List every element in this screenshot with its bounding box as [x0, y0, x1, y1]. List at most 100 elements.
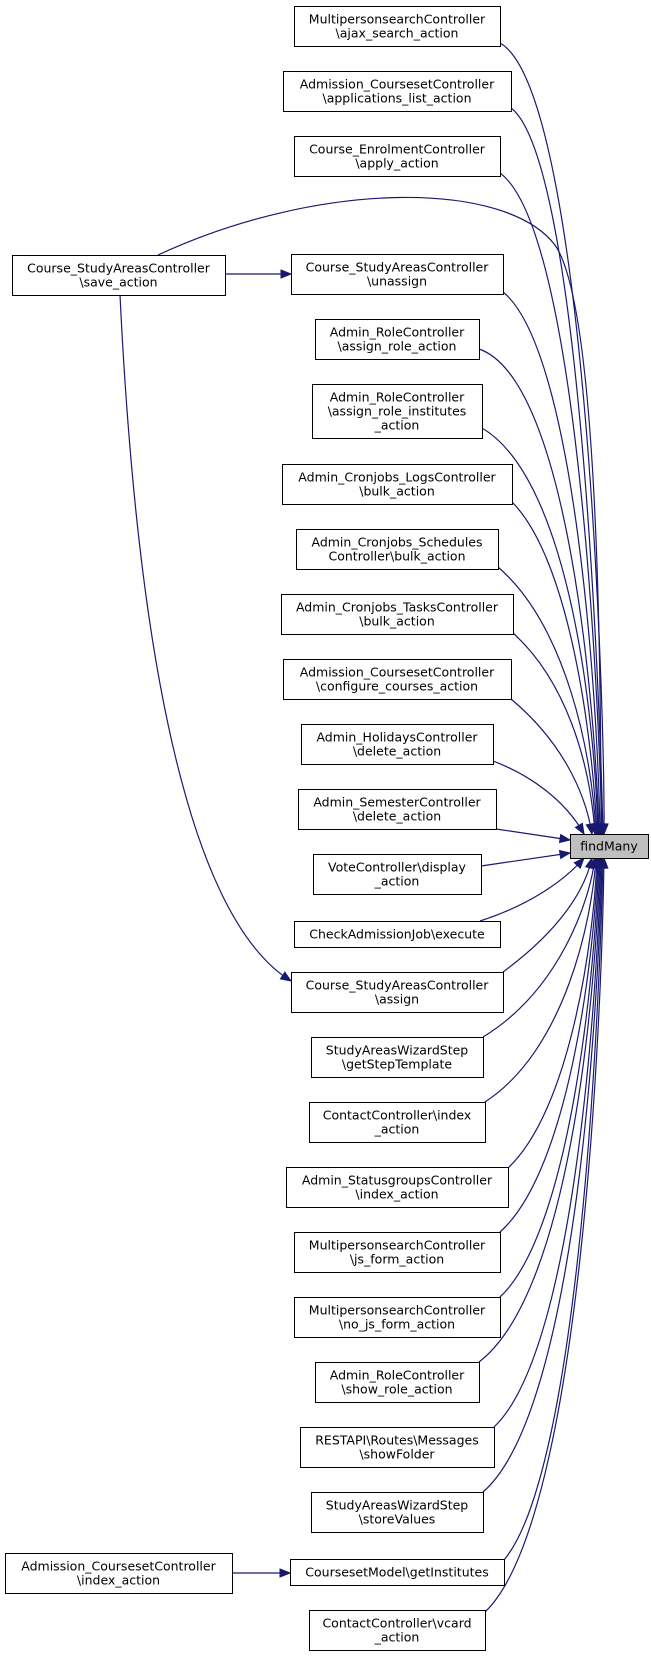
node-csa_assign[interactable]: Course_StudyAreasController\assign [291, 972, 504, 1013]
node-mp_nojsform[interactable]: MultipersonsearchController\no_js_form_a… [294, 1297, 501, 1338]
node-caj_execute[interactable]: CheckAdmissionJob\execute [294, 921, 501, 948]
node-label-line: Admin_RoleController [330, 325, 465, 340]
node-mp_jsform[interactable]: MultipersonsearchController\js_form_acti… [294, 1232, 501, 1273]
node-arc_assign[interactable]: Admin_RoleController\assign_role_action [315, 319, 480, 360]
edge-csa_unassign-to-findMany [502, 291, 605, 836]
node-label-line: \bulk_action [359, 614, 435, 629]
node-label-line: CheckAdmissionJob\execute [309, 927, 485, 942]
node-label-line: Course_StudyAreasController [306, 260, 490, 275]
edge-line [480, 852, 571, 867]
edge-line [493, 857, 602, 1428]
edge-csa_save-to-csa_unassign [225, 269, 293, 279]
node-acs_configure[interactable]: Admission_CoursesetController\configure_… [283, 659, 512, 700]
arrowhead [279, 1568, 292, 1578]
edge-line [157, 196, 602, 835]
node-label-line: Admin_RoleController [330, 390, 465, 405]
arrowhead [574, 822, 585, 836]
node-ce_apply[interactable]: Course_EnrolmentController\apply_action [294, 136, 501, 177]
target-node-findMany[interactable]: findMany [570, 834, 649, 859]
edge-asc_delete-to-findMany [495, 828, 572, 844]
node-label-line: Admin_Cronjobs_LogsController [298, 470, 496, 485]
edge-line [510, 698, 593, 835]
edges-layer [119, 42, 609, 1613]
node-vc_display[interactable]: VoteController\display_action [313, 854, 482, 895]
edge-line [495, 828, 571, 841]
edge-line [512, 632, 596, 835]
edge-line [484, 857, 605, 1613]
node-box [311, 1037, 484, 1078]
arrowhead [279, 971, 293, 982]
edge-line [482, 857, 596, 1038]
node-label-line: _action [374, 1122, 420, 1137]
edge-line [503, 857, 604, 1561]
node-box [296, 529, 499, 570]
arrowhead [558, 849, 572, 860]
node-box [294, 1297, 501, 1338]
node-mp_ajax[interactable]: MultipersonsearchController\ajax_search_… [294, 6, 501, 47]
node-arc_show[interactable]: Admin_RoleController\show_role_action [315, 1362, 480, 1403]
node-box [309, 1610, 486, 1651]
node-label-line: \index_action [355, 1187, 438, 1202]
node-label-line: \applications_list_action [322, 91, 471, 106]
node-label-line: Admin_RoleController [330, 1368, 465, 1383]
node-asc_delete[interactable]: Admin_SemesterController\delete_action [298, 789, 497, 830]
node-box [309, 1102, 486, 1143]
edge-acs_index-to-csm_getinst [232, 1568, 292, 1578]
node-saws_store[interactable]: StudyAreasWizardStep\storeValues [311, 1492, 484, 1533]
node-label-line: \delete_action [353, 744, 441, 759]
node-label-line: ContactController\index [323, 1108, 472, 1123]
node-rest_showfolder[interactable]: RESTAPI\Routes\Messages\showFolder [300, 1427, 495, 1468]
node-label-line: \show_role_action [341, 1382, 452, 1397]
node-box [291, 972, 504, 1013]
node-label-line: Admission_CoursesetController [21, 1559, 216, 1574]
node-saws_template[interactable]: StudyAreasWizardStep\getStepTemplate [311, 1037, 484, 1078]
edge-line [511, 501, 598, 835]
node-box [315, 1362, 480, 1403]
edge-ce_apply-to-findMany [499, 172, 607, 836]
node-label-line: \assign [375, 992, 419, 1007]
edge-line [479, 857, 585, 922]
edge-line [507, 857, 598, 1169]
node-label-line: MultipersonsearchController [309, 1303, 486, 1318]
node-box [282, 464, 513, 505]
edge-line [478, 348, 600, 835]
node-label-line: findMany [580, 839, 638, 854]
node-label-line: \assign_role_action [338, 339, 457, 354]
node-label-line: \index_action [77, 1573, 160, 1588]
arrowhead [280, 269, 293, 279]
node-label-line: \delete_action [353, 809, 441, 824]
node-act_bulk[interactable]: Admin_Cronjobs_TasksController\bulk_acti… [281, 594, 514, 635]
node-acl_bulk[interactable]: Admin_Cronjobs_LogsController\bulk_actio… [282, 464, 513, 505]
edge-acs_configure-to-findMany [510, 698, 595, 836]
edge-line [482, 857, 603, 1493]
node-box [291, 254, 504, 295]
node-box [286, 1167, 509, 1208]
node-csm_getinst[interactable]: CoursesetModel\getInstitutes [290, 1559, 505, 1586]
edge-line [502, 291, 601, 835]
node-csa_save[interactable]: Course_StudyAreasController\save_action [12, 255, 226, 296]
node-label-line: Course_EnrolmentController [309, 142, 486, 157]
node-box [294, 1232, 501, 1273]
node-acs_index[interactable]: Admission_CoursesetController\index_acti… [5, 1553, 233, 1594]
node-arc_assign_inst[interactable]: Admin_RoleController\assign_role_institu… [312, 384, 483, 439]
node-box [5, 1553, 233, 1594]
node-cc_index[interactable]: ContactController\index_action [309, 1102, 486, 1143]
edge-line [499, 42, 605, 835]
node-acs_bulk[interactable]: Admin_Cronjobs_SchedulesController\bulk_… [296, 529, 499, 570]
node-label-line: \js_form_action [350, 1252, 444, 1267]
node-asg_index[interactable]: Admin_StatusgroupsController\index_actio… [286, 1167, 509, 1208]
node-box [12, 255, 226, 296]
edge-line [499, 857, 599, 1233]
node-label-line: Controller\bulk_action [329, 549, 466, 564]
arrowhead [599, 856, 609, 869]
edge-line [497, 566, 597, 835]
edge-act_bulk-to-findMany [512, 632, 599, 836]
node-ahc_delete[interactable]: Admin_HolidaysController\delete_action [301, 724, 494, 765]
node-box [294, 921, 501, 948]
node-cc_vcard[interactable]: ContactController\vcard_action [309, 1610, 486, 1651]
node-acs_applist[interactable]: Admission_CoursesetController\applicatio… [283, 71, 512, 112]
node-box [570, 834, 649, 859]
node-csa_unassign[interactable]: Course_StudyAreasController\unassign [291, 254, 504, 295]
node-label-line: StudyAreasWizardStep [326, 1498, 469, 1513]
node-label-line: Admin_StatusgroupsController [302, 1173, 493, 1188]
